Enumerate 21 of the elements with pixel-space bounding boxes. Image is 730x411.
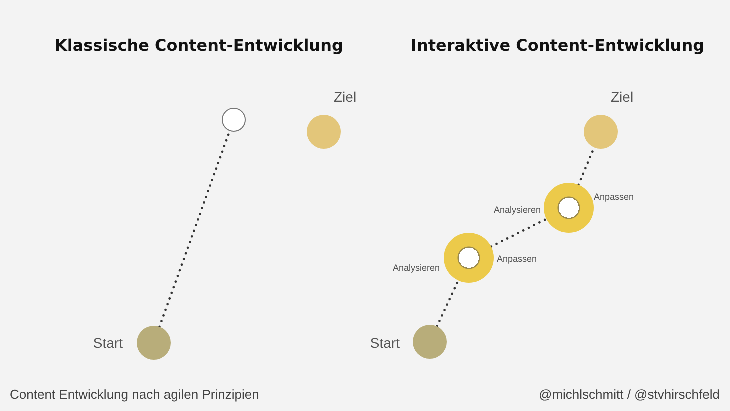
dotted-line: [436, 280, 460, 328]
panel-heading: Klassische Content-Entwicklung: [55, 36, 344, 55]
circle-marker: [222, 108, 246, 132]
goal-circle: [584, 115, 618, 149]
ring-marker: [544, 183, 594, 233]
dotted-line: [490, 218, 548, 248]
goal-circle: [307, 115, 341, 149]
node-caption: Anpassen: [594, 192, 634, 202]
start-circle: [137, 326, 171, 360]
node-caption: Ziel: [611, 88, 634, 105]
node-caption: Start: [370, 334, 400, 351]
ring-marker: [444, 233, 494, 283]
author-credit: @michlschmitt / @stvhirschfeld: [539, 387, 720, 402]
footer-note: Content Entwicklung nach agilen Prinzipien: [10, 387, 260, 402]
node-caption: Ziel: [334, 88, 357, 105]
start-circle: [413, 325, 447, 359]
node-caption: Anpassen: [497, 254, 538, 264]
node-caption: Start: [93, 334, 123, 351]
node-caption: Analysieren: [494, 204, 541, 215]
panel-heading: Interaktive Content-Entwicklung: [411, 36, 705, 55]
node-caption: Analysieren: [392, 262, 440, 273]
